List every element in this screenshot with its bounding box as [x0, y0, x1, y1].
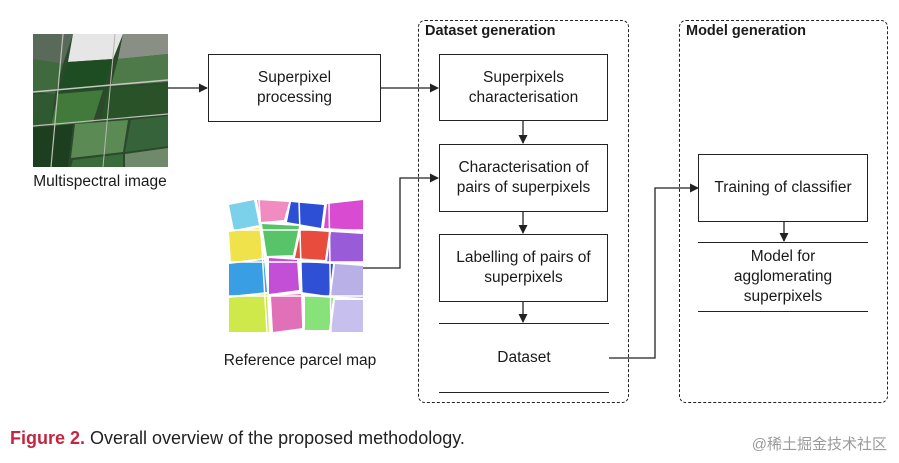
caption-text: Overall overview of the proposed methodo…: [85, 428, 465, 448]
watermark: @稀土掘金技术社区: [751, 436, 887, 453]
arrow-dataset-to-training: [609, 183, 699, 359]
dataset-generation-title: Dataset generation: [425, 23, 556, 39]
reference-parcel-map-label: Reference parcel map: [223, 352, 377, 369]
arrow-map-to-pairs: [363, 173, 439, 269]
dataset-node: Dataset: [439, 323, 609, 393]
model-generation-group: Model generation: [679, 20, 888, 403]
model-node: Model for agglomerating superpixels: [698, 242, 868, 312]
figure-number: Figure 2.: [10, 428, 86, 448]
multispectral-image: [33, 34, 168, 167]
superpixels-characterisation-node: Superpixels characterisation: [439, 54, 608, 121]
figure-caption: Figure 2. Overall overview of the propos…: [10, 428, 465, 449]
model-generation-title: Model generation: [686, 23, 807, 39]
superpixel-processing-node: Superpixel processing: [208, 54, 381, 122]
reference-parcel-map: [229, 200, 363, 332]
pairs-characterisation-node: Characterisation of pairs of superpixels: [439, 144, 608, 212]
training-classifier-node: Training of classifier: [698, 154, 868, 222]
labelling-node: Labelling of pairs of superpixels: [439, 234, 608, 302]
dataset-generation-group: Dataset generation: [418, 20, 629, 403]
multispectral-image-label: Multispectral image: [33, 173, 167, 190]
